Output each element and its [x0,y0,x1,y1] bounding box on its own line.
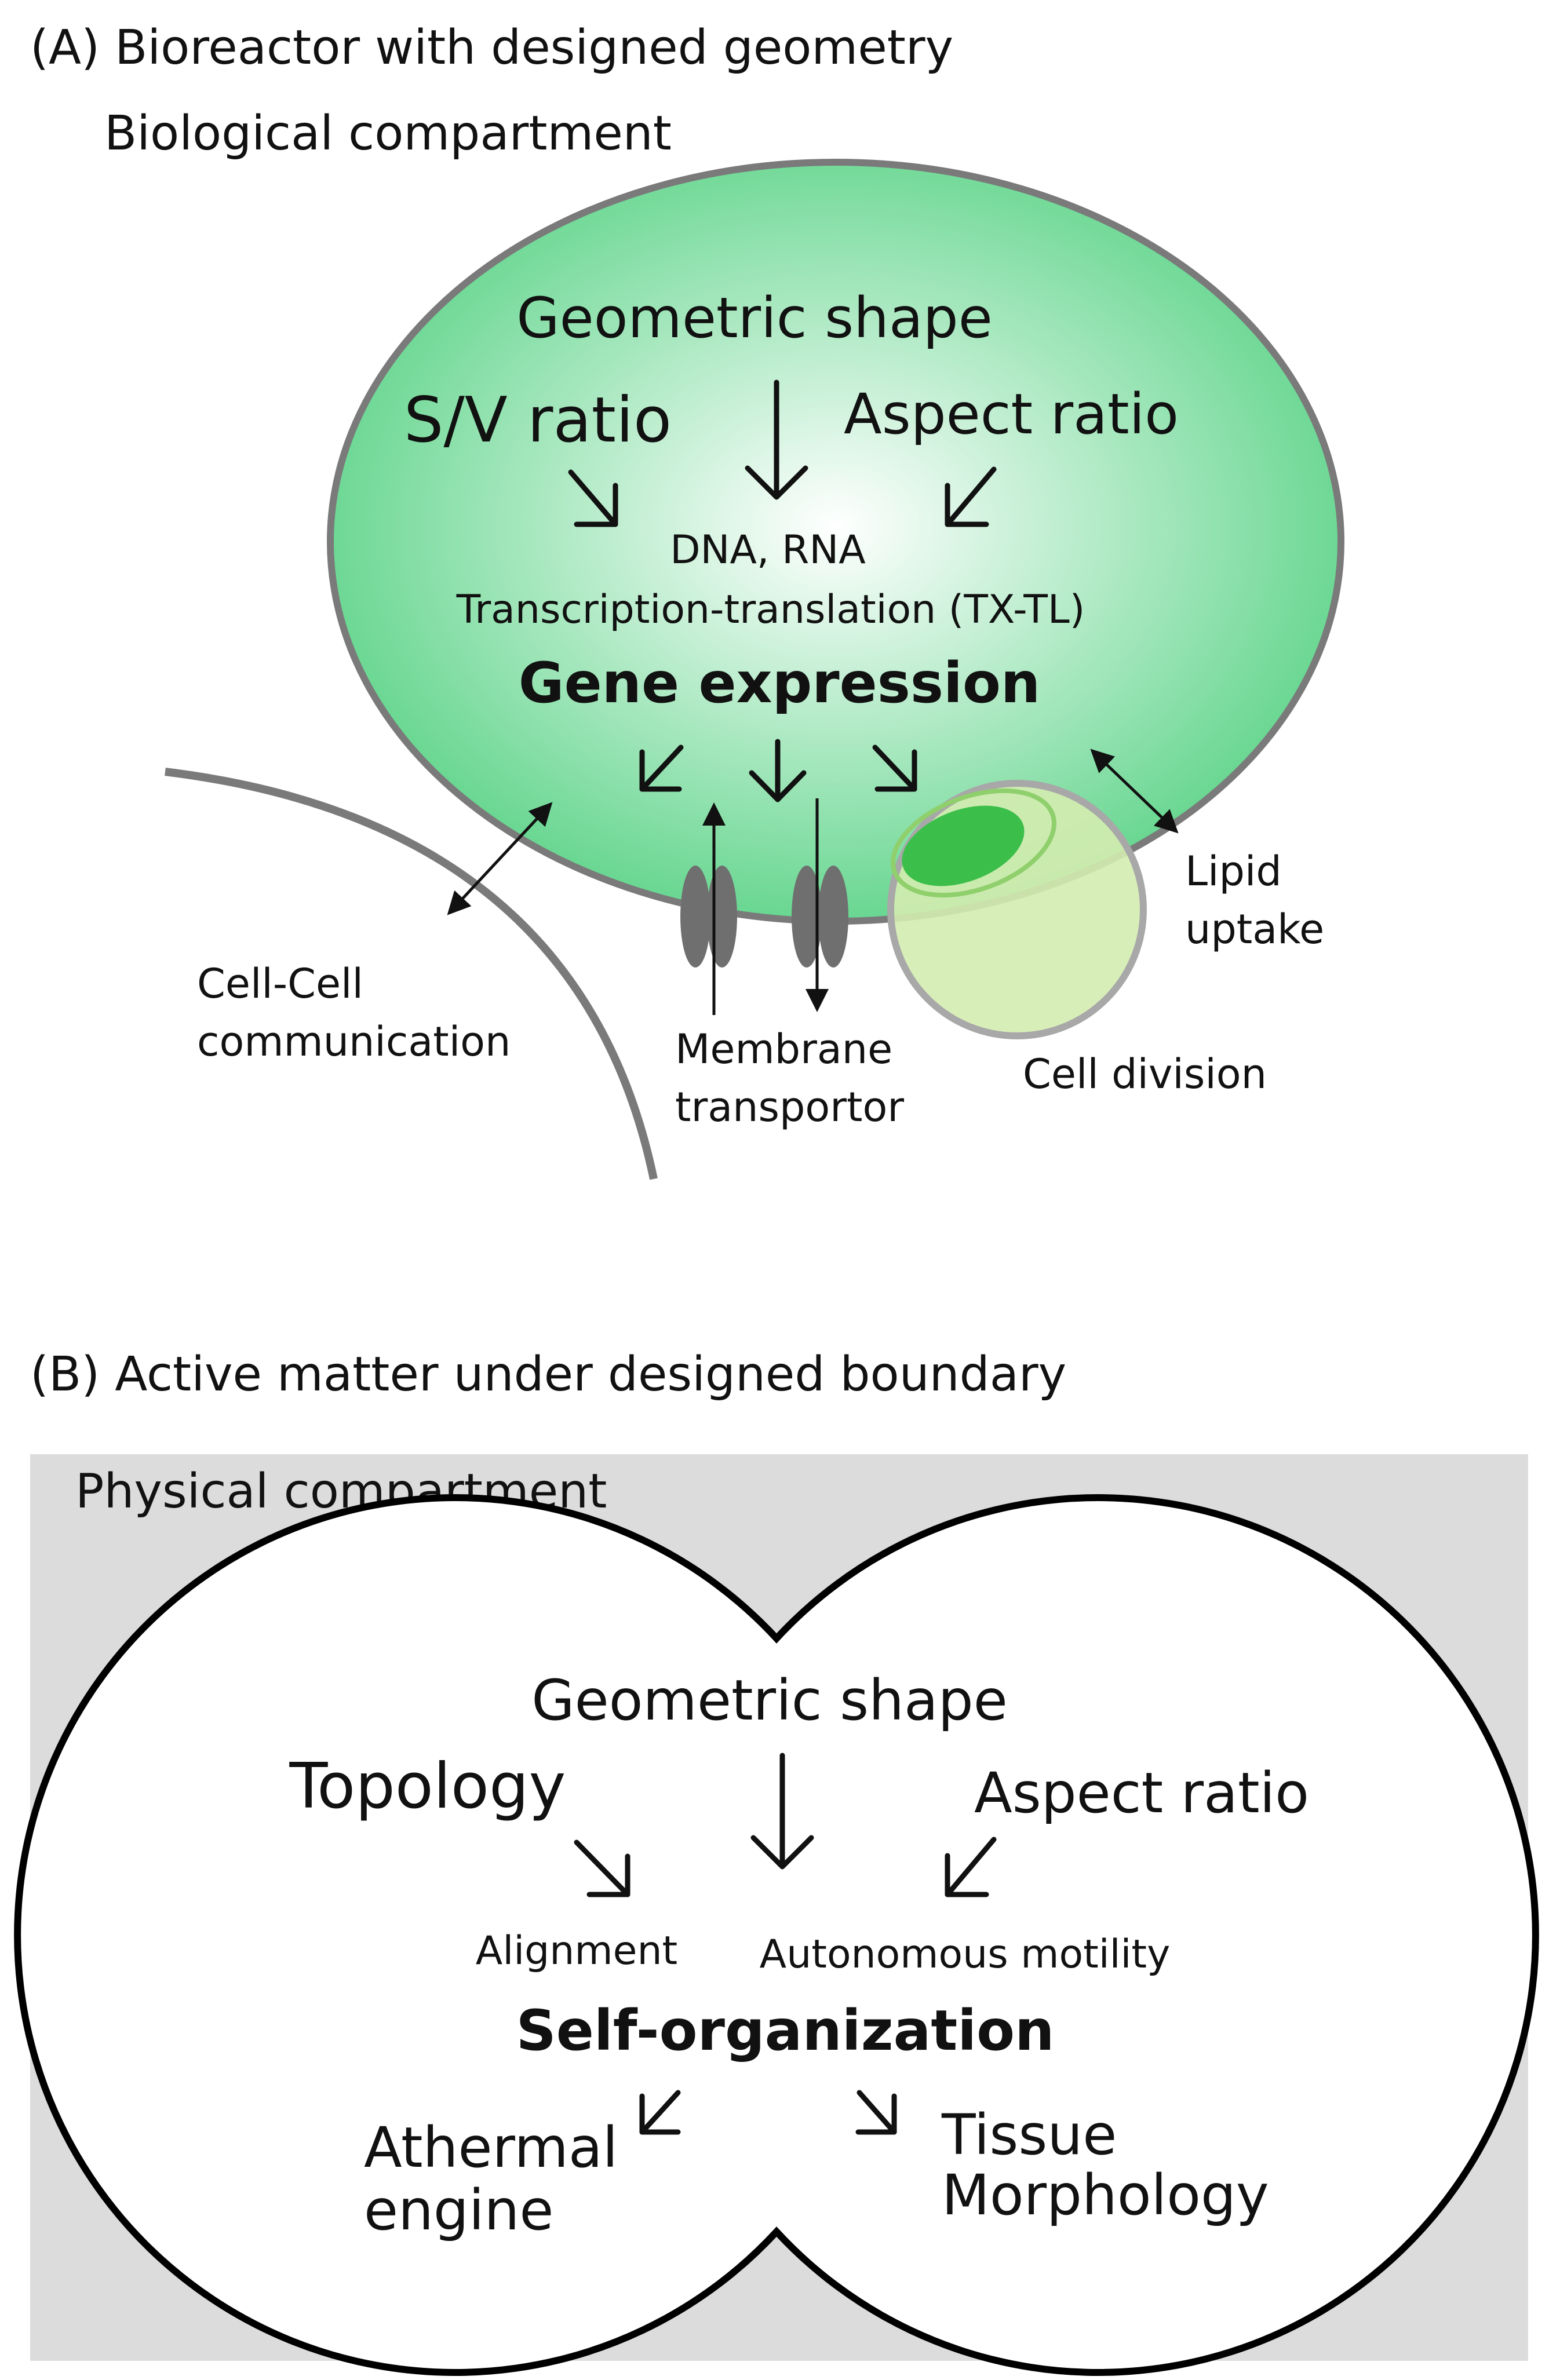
panel-b-arrow-so-left [639,2090,681,2135]
panel-a-arrow-geometric-down [745,379,808,500]
panel-b-self-organization: Self-organization [516,1998,1055,2063]
panel-b-aspect-ratio: Aspect ratio [974,1761,1309,1826]
panel-a-sv-ratio: S/V ratio [404,384,672,457]
panel-a-gene-expression: Gene expression [519,651,1040,716]
lipid-uptake-arrow [1090,749,1179,834]
panel-b: (B) Active matter under designed boundar… [14,1347,1539,2376]
panel-b-geometric-shape: Geometric shape [531,1668,1008,1733]
panel-a-cell-cell-line1: Cell-Cell [197,960,363,1008]
panel-b-athermal-line2: engine [364,2178,553,2243]
panel-b-tissue-line1: Tissue [941,2102,1117,2167]
daughter-cell-inner-ring [891,788,1056,898]
panel-a-aspect-ratio: Aspect ratio [844,382,1179,447]
panel-a-title: (A) Bioreactor with designed geometry [30,20,953,75]
panel-b-autonomous-motility: Autonomous motility [760,1932,1171,1977]
panel-a-tx-tl: Transcription-translation (TX-TL) [456,587,1085,633]
panel-a-arrow-sv-diag [568,469,618,527]
membrane-transporter-right [792,866,848,968]
panel-b-arrow-geometric-down [750,1753,814,1870]
panel-a-geometric-shape: Geometric shape [516,286,993,351]
panel-b-tissue-line2: Morphology [942,2163,1269,2228]
panel-b-alignment: Alignment [476,1928,677,1974]
daughter-cell-highlight [902,805,1025,886]
panel-a-membrane-line2: transportor [675,1083,904,1131]
panel-a-cell-division: Cell division [1023,1050,1267,1098]
panel-a-cell-cell-line2: communication [197,1018,511,1065]
panel-a-dna-rna: DNA, RNA [670,527,866,573]
panel-a-lipid-line2: uptake [1185,906,1324,953]
panel-b-arrow-aspect-diag [945,1837,997,1897]
panel-a-arrow-ge-left [639,744,684,792]
panel-b-arrow-so-right [855,2090,897,2135]
panel-a-arrow-ge-down [749,739,807,802]
panel-a-compartment-label: Biological compartment [104,106,672,161]
panel-a-arrow-ge-right [872,744,917,792]
panel-a-membrane-line1: Membrane [675,1025,892,1073]
panel-b-title: (B) Active matter under designed boundar… [30,1347,1066,1402]
panel-b-topology: Topology [289,1750,566,1823]
panel-a-arrow-aspect-diag [945,466,997,527]
panel-a-lipid-line1: Lipid [1185,848,1282,895]
designed-boundary [14,1494,1539,2376]
cell-cell-communication-arrow [447,802,553,915]
panel-b-athermal-line1: Athermal [364,2115,618,2180]
panel-a: (A) Bioreactor with designed geometry Bi… [30,20,1344,1180]
panel-b-arrow-topology-diag [574,1839,630,1897]
